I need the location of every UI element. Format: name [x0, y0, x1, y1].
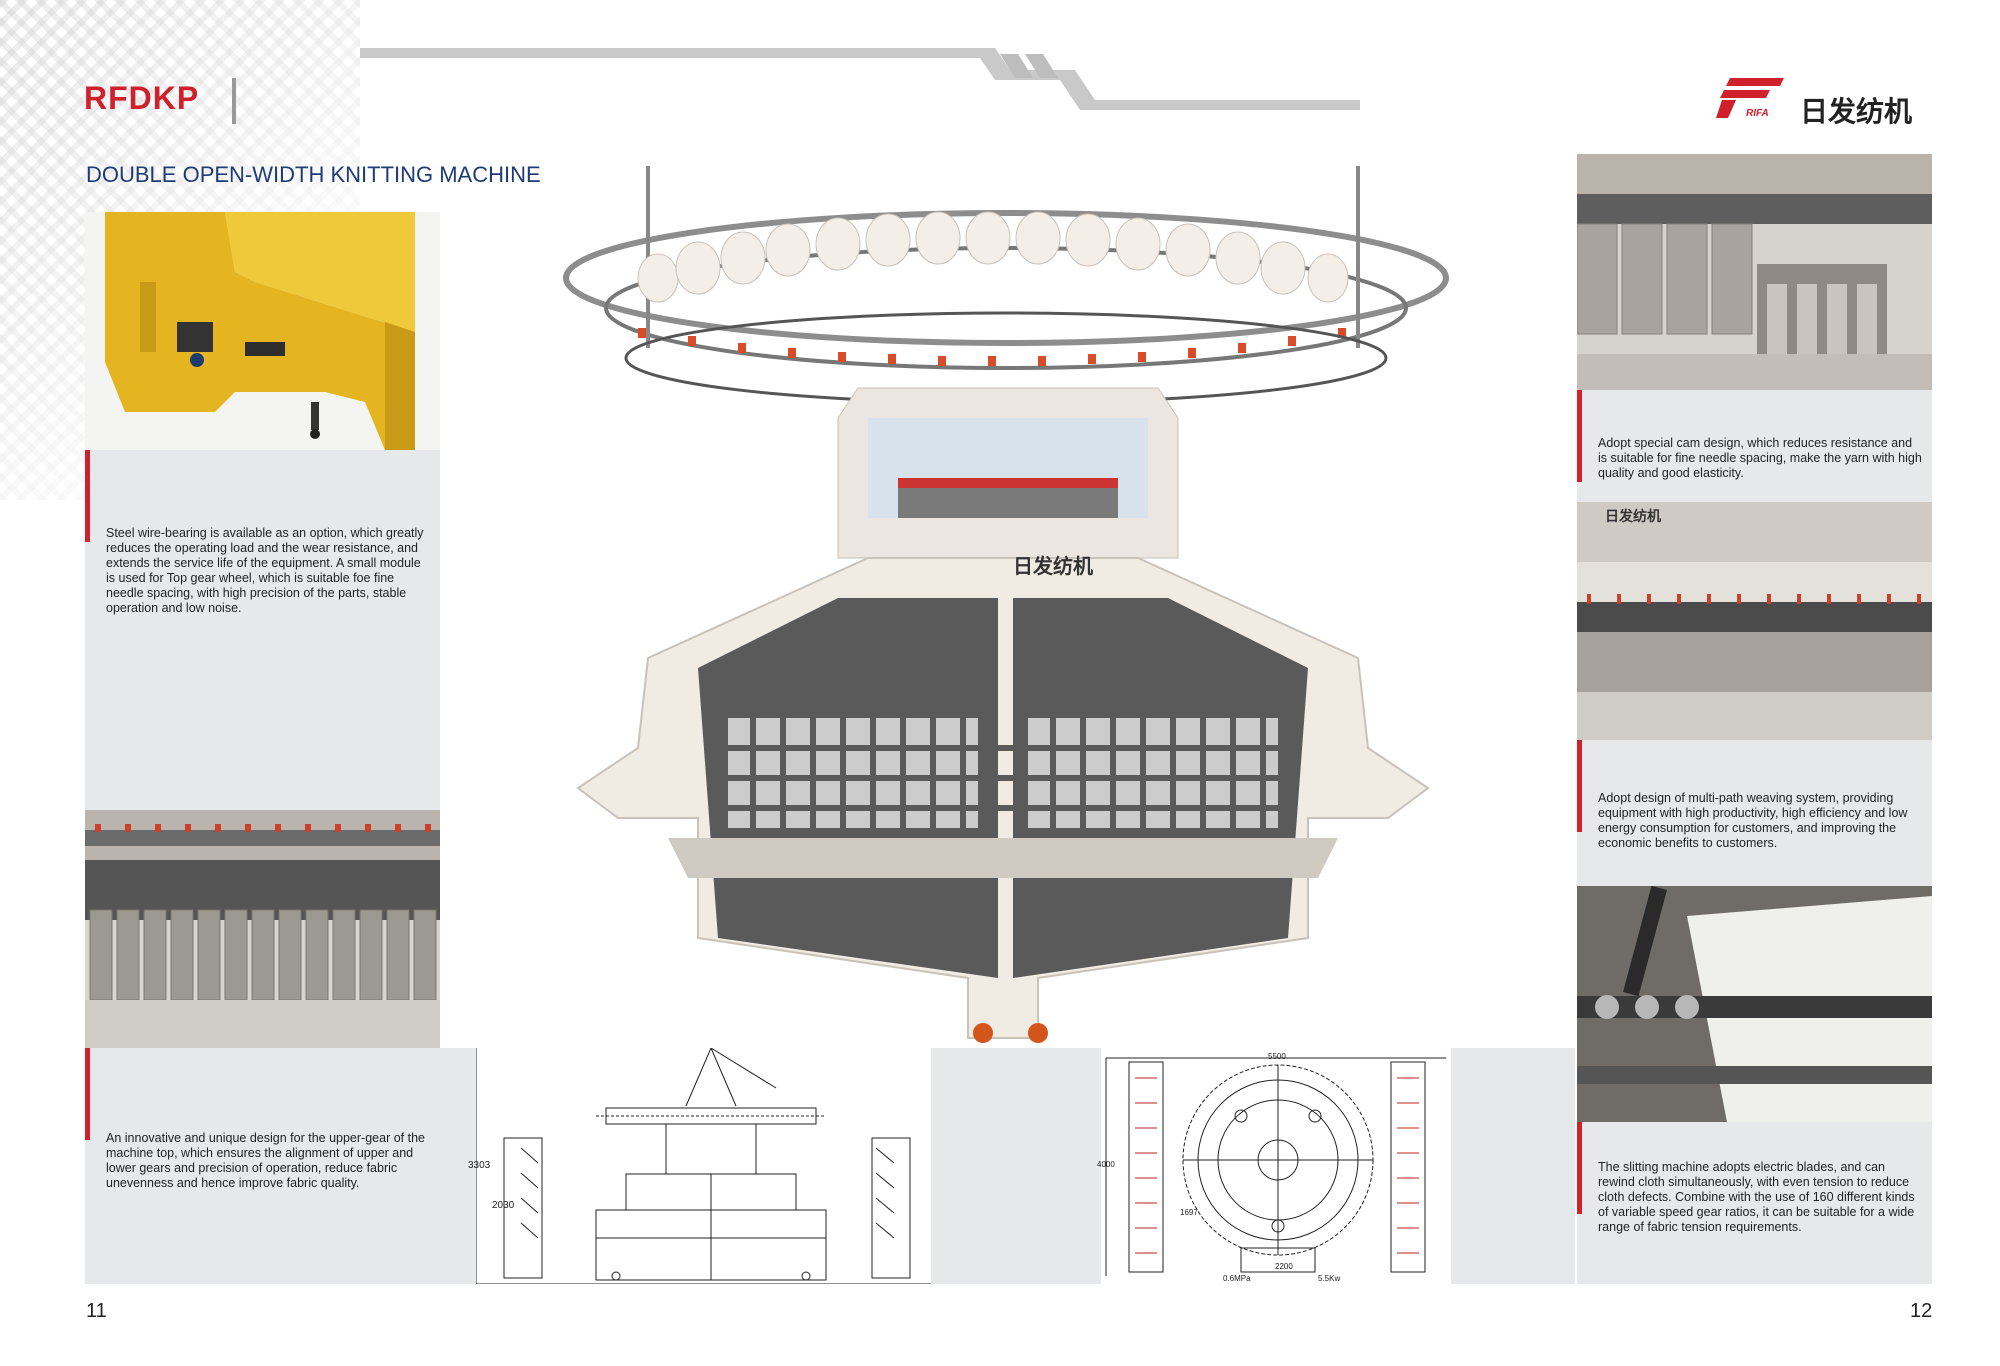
cam-design-photo [1577, 154, 1932, 390]
plan-note-dimension: 2200 [1275, 1262, 1293, 1271]
red-accent [1577, 1122, 1582, 1214]
right-panel-3 [1577, 1122, 1932, 1284]
right-panel-2 [1577, 740, 1932, 886]
red-accent [85, 1048, 90, 1140]
gear-cad-photo [85, 212, 440, 450]
red-accent [85, 450, 90, 542]
red-accent [1577, 390, 1582, 482]
slitting-machine-photo [1577, 886, 1932, 1122]
left-top-panel [85, 450, 440, 810]
dimension-plan-radius: 1697 [1180, 1208, 1198, 1217]
dimension-plan-height: 4000 [1097, 1160, 1115, 1169]
dimension-plan-width: 5500 [1268, 1052, 1286, 1061]
brand-name: RFDKP [84, 80, 200, 116]
logo-text: 日发纺机 [1800, 95, 1913, 128]
right-caption-2: Adopt design of multi-path weaving syste… [1598, 791, 1908, 850]
left-bottom-caption: An innovative and unique design for the … [106, 1131, 425, 1190]
machine-logo-label: 日发纺机 [1013, 556, 1093, 578]
brand-divider [232, 78, 236, 124]
dimension-total-height: 3303 [468, 1160, 491, 1171]
multi-path-system-photo [1577, 502, 1932, 740]
right-caption-1: Adopt special cam design, which reduces … [1598, 436, 1922, 480]
dimension-lower-height: 2030 [492, 1200, 515, 1211]
photo-logo-label: 日发纺机 [1605, 508, 1661, 524]
left-top-caption: Steel wire-bearing is available as an op… [106, 526, 424, 615]
page-title: DOUBLE OPEN-WIDTH KNITTING MACHINE [86, 162, 541, 187]
gear-ring-photo [85, 810, 440, 1048]
right-panel-1 [1577, 390, 1932, 502]
logo-mark: RIFA [1746, 108, 1769, 119]
plan-note-pressure: 0.6MPa [1223, 1274, 1251, 1283]
knitting-machine-photo [538, 158, 1473, 1048]
header-stripe [360, 48, 1360, 110]
plan-view-drawing [1101, 1048, 1451, 1284]
side-elevation-drawing [475, 1047, 931, 1285]
page-number-left: 11 [86, 1300, 107, 1322]
page-number-right: 12 [1910, 1300, 1933, 1322]
right-caption-3: The slitting machine adopts electric bla… [1598, 1160, 1915, 1234]
red-accent [1577, 740, 1582, 832]
rifa-logo-icon [1716, 76, 1786, 120]
left-bottom-panel [85, 1048, 455, 1284]
plan-note-power: 5.5Kw [1318, 1274, 1341, 1283]
